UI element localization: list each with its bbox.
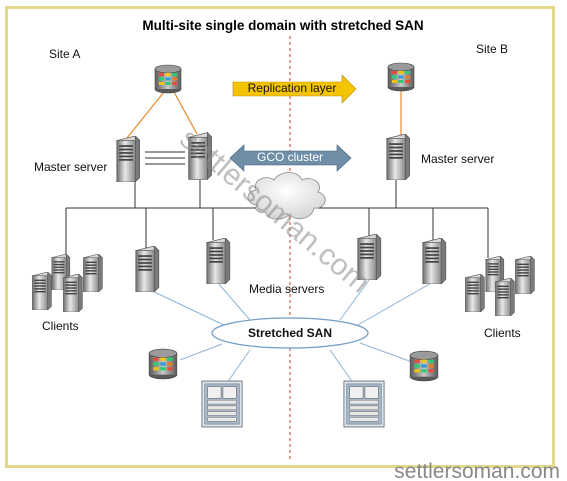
clients-a-icon xyxy=(31,254,103,312)
clients-a-label: Clients xyxy=(42,319,79,333)
storage-icon xyxy=(387,62,415,92)
gco-cluster-arrow xyxy=(229,144,352,172)
media-server-icon xyxy=(422,238,447,284)
master-server-b-label: Master server xyxy=(421,152,494,166)
disk-array-icon xyxy=(343,380,385,428)
stretched-san-ellipse xyxy=(211,317,369,349)
replication-label: Replication layer xyxy=(248,81,337,95)
network-cloud-icon xyxy=(247,172,326,220)
master-server-a-label: Master server xyxy=(34,160,107,174)
site-a-label: Site A xyxy=(49,47,80,61)
diagram-title: Multi-site single domain with stretched … xyxy=(142,18,423,33)
clients-b-label: Clients xyxy=(484,326,521,340)
media-servers-label: Media servers xyxy=(249,282,324,296)
replication-arrow xyxy=(232,74,357,104)
media-server-icon xyxy=(206,238,231,284)
heartbeat-links xyxy=(145,151,185,165)
diagonal-watermark: settlersoman.com xyxy=(174,122,377,299)
clients-b-icon xyxy=(464,256,535,316)
master-server-icon xyxy=(386,134,410,180)
disk-array-icon xyxy=(201,380,243,428)
storage-icon xyxy=(409,350,439,382)
footer-watermark: settlersoman.com xyxy=(394,460,560,481)
gco-label: GCO cluster xyxy=(257,150,323,164)
storage-icon xyxy=(154,64,182,94)
master-server-icon xyxy=(116,136,140,182)
stretched-san-label: Stretched SAN xyxy=(248,326,332,340)
media-server-icon xyxy=(135,246,160,292)
storage-links xyxy=(126,88,402,139)
storage-icon xyxy=(148,348,178,380)
site-b-label: Site B xyxy=(476,42,508,56)
